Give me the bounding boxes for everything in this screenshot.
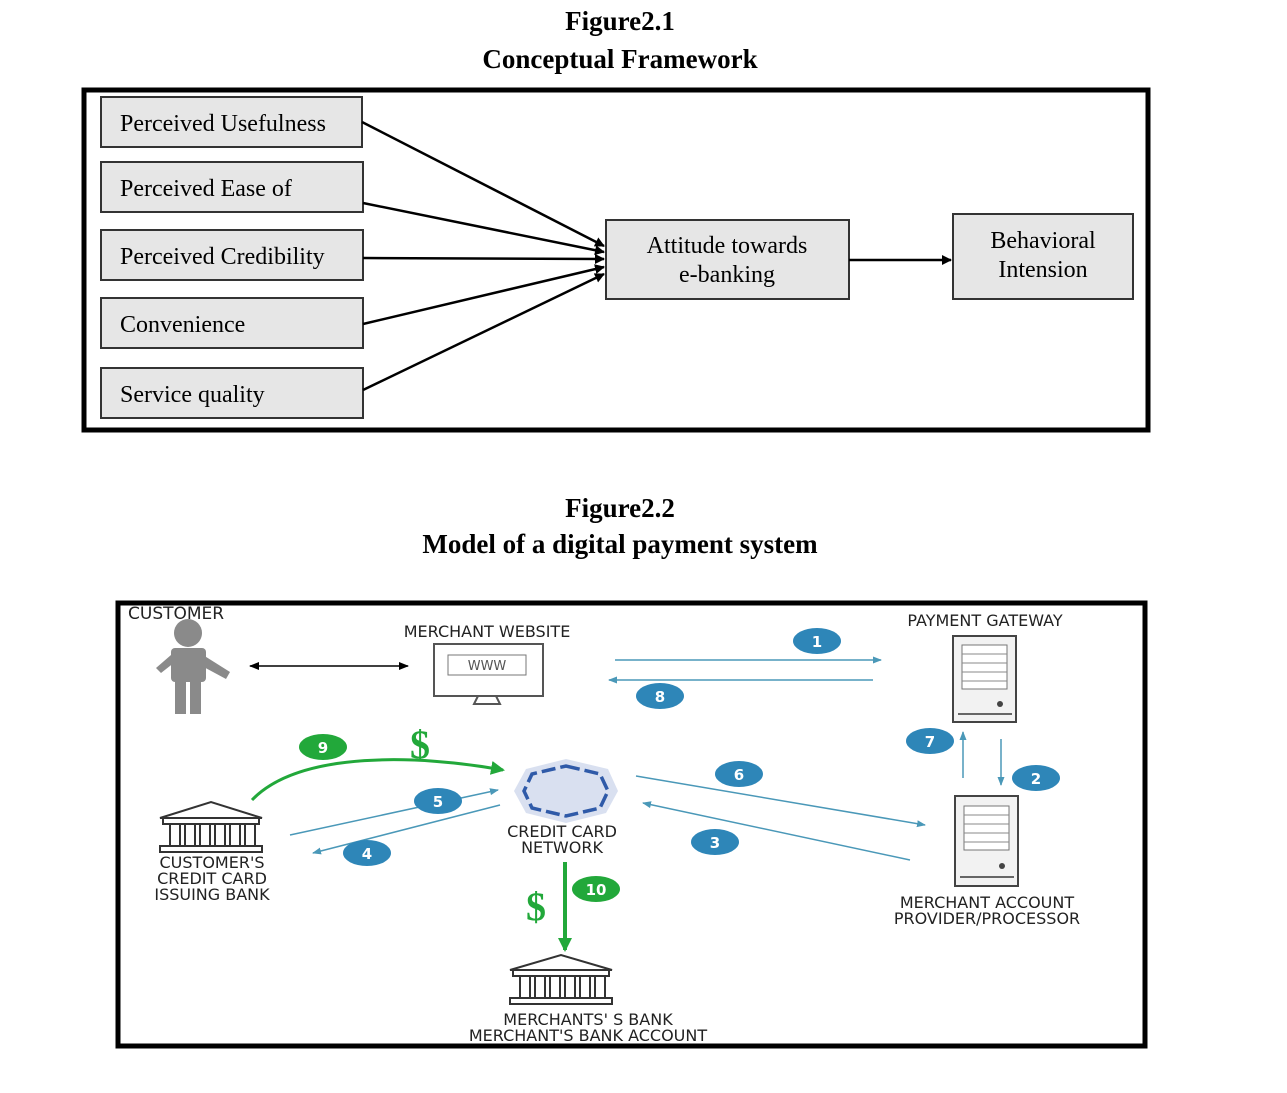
dollar-icon: $ bbox=[410, 722, 430, 767]
step-badge-4: 4 bbox=[343, 840, 391, 866]
figure2-title: Model of a digital payment system bbox=[422, 529, 818, 559]
step-badge-6: 6 bbox=[715, 761, 763, 787]
svg-text:10: 10 bbox=[586, 881, 607, 899]
svg-text:7: 7 bbox=[925, 733, 935, 751]
svg-text:1: 1 bbox=[812, 633, 822, 651]
figure1-title: Conceptual Framework bbox=[482, 44, 758, 74]
step-badge-8: 8 bbox=[636, 683, 684, 709]
svg-text:3: 3 bbox=[710, 834, 720, 852]
step-badge-3: 3 bbox=[691, 829, 739, 855]
svg-text:9: 9 bbox=[318, 739, 328, 757]
svg-text:8: 8 bbox=[655, 688, 665, 706]
issuing-bank-label-line3: ISSUING BANK bbox=[154, 885, 270, 904]
factor-label: Perceived Credibility bbox=[120, 244, 325, 270]
factor-arrows bbox=[361, 120, 605, 392]
step-badge-9: 9 bbox=[299, 734, 347, 760]
svg-text:5: 5 bbox=[433, 793, 443, 811]
factor-box-perceived-credibility: Perceived Credibility bbox=[100, 229, 364, 281]
figure1-number: Figure2.1 bbox=[565, 6, 675, 36]
arrow-step-9 bbox=[250, 758, 505, 802]
attitude-label-line2: e-banking bbox=[679, 262, 775, 288]
customer-person-icon bbox=[156, 619, 230, 714]
payment-gateway-server-icon bbox=[952, 635, 1017, 723]
monitor-icon: WWW bbox=[433, 643, 544, 705]
arrow-step-4 bbox=[312, 804, 501, 855]
step-badge-10: 10 bbox=[572, 876, 620, 902]
behavioral-intention-box: Behavioral Intension bbox=[952, 213, 1134, 300]
merchant-bank-label-line2: MERCHANT'S BANK ACCOUNT bbox=[469, 1026, 708, 1045]
svg-text:6: 6 bbox=[734, 766, 744, 784]
factor-label: Service quality bbox=[120, 382, 265, 408]
customer-label: CUSTOMER bbox=[128, 604, 224, 624]
step-badge-5: 5 bbox=[414, 788, 462, 814]
factor-label: Perceived Usefulness bbox=[120, 111, 326, 137]
svg-text:4: 4 bbox=[362, 845, 372, 863]
merchant-website-label: MERCHANT WEBSITE bbox=[404, 622, 571, 641]
svg-text:2: 2 bbox=[1031, 770, 1041, 788]
behavioral-label-line2: Intension bbox=[998, 257, 1087, 283]
step-badge-2: 2 bbox=[1012, 765, 1060, 791]
figure2-number: Figure2.2 bbox=[565, 493, 675, 523]
credit-card-network-label-line1: CREDIT CARD bbox=[507, 822, 617, 841]
arrow-step-5 bbox=[289, 788, 499, 836]
factor-box-perceived-usefulness: Perceived Usefulness bbox=[100, 96, 363, 148]
issuing-bank-icon bbox=[159, 800, 263, 853]
issuing-bank-label-line1: CUSTOMER'S bbox=[160, 853, 265, 872]
factor-box-service-quality: Service quality bbox=[100, 367, 364, 419]
factor-label: Convenience bbox=[120, 312, 245, 338]
factor-box-perceived-ease-of-use: Perceived Ease of bbox=[100, 161, 364, 213]
merchant-account-server-icon bbox=[954, 795, 1019, 887]
factor-label: Perceived Ease of bbox=[120, 176, 292, 202]
conceptual-framework-diagram: Perceived Usefulness Perceived Ease of P… bbox=[81, 87, 1151, 433]
digital-payment-diagram: CUSTOMER MERCHANT WEBSITE WWW PAYMENT GA… bbox=[115, 600, 1148, 1049]
step-badge-7: 7 bbox=[906, 728, 954, 754]
www-label: WWW bbox=[468, 659, 507, 674]
merchant-bank-label-line1: MERCHANTS' S BANK bbox=[503, 1010, 673, 1029]
issuing-bank-label-line2: CREDIT CARD bbox=[157, 869, 267, 888]
credit-card-network-label-line2: NETWORK bbox=[521, 838, 603, 857]
credit-card-network-icon bbox=[514, 759, 618, 823]
attitude-label-line1: Attitude towards bbox=[647, 233, 808, 259]
arrow-step-6 bbox=[635, 775, 926, 828]
factor-box-convenience: Convenience bbox=[100, 297, 364, 349]
merchant-account-label-line1: MERCHANT ACCOUNT bbox=[900, 893, 1074, 912]
payment-gateway-label: PAYMENT GATEWAY bbox=[907, 611, 1062, 630]
attitude-box: Attitude towards e-banking bbox=[605, 219, 850, 300]
arrow-step-3 bbox=[642, 801, 911, 861]
merchant-account-label-line2: PROVIDER/PROCESSOR bbox=[894, 909, 1080, 928]
merchant-bank-icon bbox=[509, 953, 613, 1005]
step-badge-1: 1 bbox=[793, 628, 841, 654]
behavioral-label-line1: Behavioral bbox=[990, 228, 1096, 254]
dollar-icon: $ bbox=[526, 884, 546, 929]
